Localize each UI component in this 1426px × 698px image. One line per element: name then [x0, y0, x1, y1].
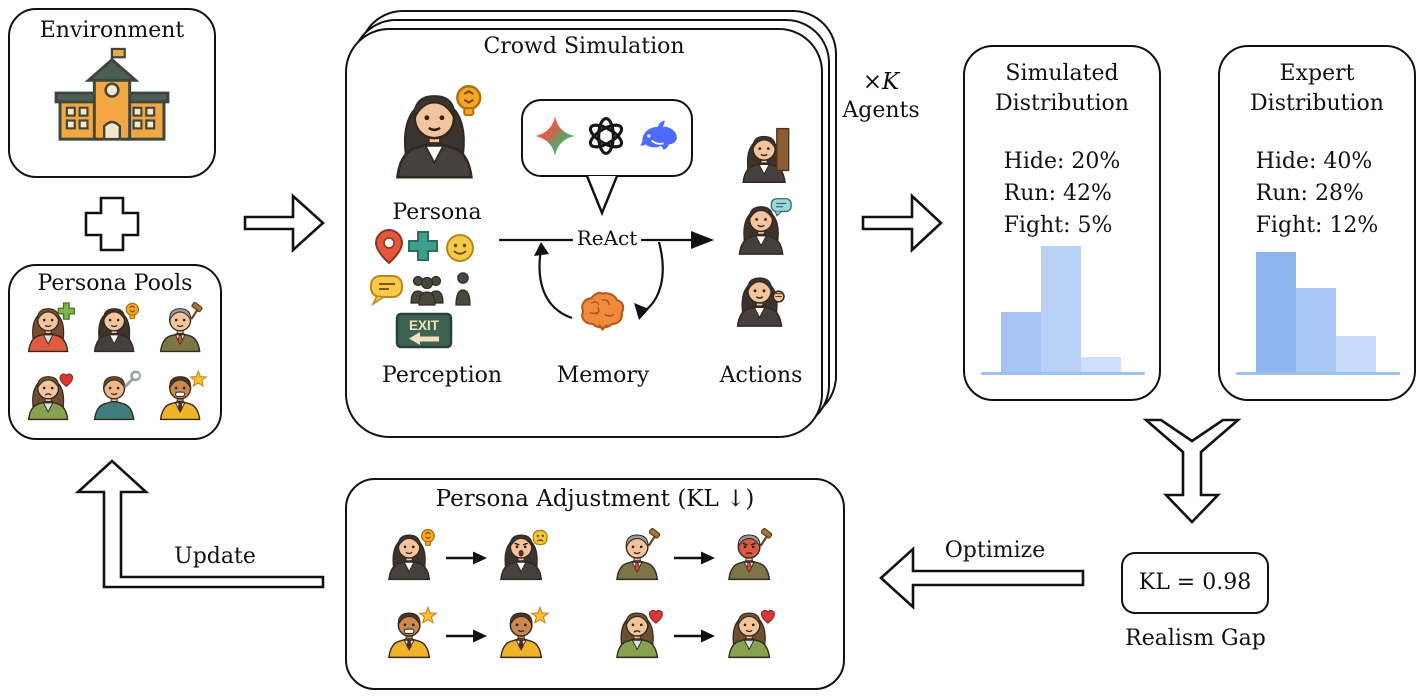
- environment-title: Environment: [39, 18, 185, 43]
- agents-multiplier: ×K Agents: [842, 69, 920, 123]
- memory-label: Memory: [556, 363, 650, 388]
- avatar-action-hide: [735, 125, 795, 189]
- avatar-action-talk: [731, 195, 793, 261]
- avatar-woman-helper: [16, 298, 82, 366]
- arrow-right-icon: [674, 551, 715, 565]
- persona-adjustment-box: Persona Adjustment (KL ↓): [345, 478, 845, 690]
- avatar-after: [721, 602, 779, 664]
- avatar-woman-idea: [82, 298, 148, 366]
- bubble-tail: [585, 175, 619, 217]
- update-label: Update: [174, 544, 256, 569]
- avatar-after: [493, 524, 551, 586]
- merge-arrow-icon: [1142, 418, 1242, 524]
- avatar-man-mechanic: [82, 366, 148, 434]
- expert-distribution-box: Expert Distribution Hide: 40% Run: 28% F…: [1218, 45, 1416, 401]
- avatar-man-star: [148, 366, 214, 434]
- avatar-after: [721, 524, 779, 586]
- bar-fight: [1081, 357, 1121, 372]
- simulated-distribution-title: Simulated Distribution: [995, 61, 1129, 116]
- simulated-stats: Hide: 20% Run: 42% Fight: 5%: [1003, 149, 1121, 239]
- adjustment-pair-1: [381, 524, 551, 586]
- llm-speech-bubble: [521, 99, 693, 177]
- persona-pool-grid: [10, 298, 220, 434]
- chart-bars: [1001, 246, 1121, 372]
- loop-left-curve: [538, 248, 573, 320]
- brain-icon: [581, 291, 625, 332]
- crowd-simulation-title: Crowd Simulation: [483, 34, 685, 59]
- arrow-right-icon: [446, 629, 487, 643]
- avatar-after: [493, 602, 551, 664]
- chart-baseline: [1236, 372, 1400, 375]
- react-arrowhead: [691, 231, 714, 249]
- chart-baseline: [981, 372, 1145, 375]
- persona-adjustment-title: Persona Adjustment (KL ↓): [435, 486, 755, 512]
- persona-pools-box: Persona Pools: [8, 264, 222, 440]
- svg-text:EXIT: EXIT: [409, 318, 440, 333]
- kl-value-box: KL = 0.98: [1121, 552, 1269, 614]
- avatar-before: [609, 602, 667, 664]
- avatar-woman-sad: [16, 366, 82, 434]
- adjustment-pair-3: [381, 602, 551, 664]
- avatar-action-fight: [729, 266, 792, 333]
- kl-value: KL = 0.98: [1138, 570, 1252, 595]
- simulated-distribution-box: Simulated Distribution Hide: 20% Run: 42…: [963, 45, 1161, 401]
- deepseek-icon: [635, 114, 681, 162]
- gemini-icon: [533, 114, 577, 162]
- plus-icon: [84, 196, 140, 252]
- arrow-right-icon: [243, 193, 325, 253]
- adjustment-pair-2: [609, 524, 779, 586]
- crowd-simulation-box: Crowd Simulation Persona EXIT Perception…: [345, 28, 823, 438]
- realism-gap-label: Realism Gap: [1125, 626, 1266, 651]
- actions-label: Actions: [719, 363, 803, 388]
- arrow-right-icon: [446, 551, 487, 565]
- chart-bars: [1256, 252, 1376, 372]
- avatar-before: [609, 524, 667, 586]
- persona-pools-title: Persona Pools: [37, 271, 193, 296]
- perception-icons: EXIT: [367, 222, 495, 354]
- expert-stats: Hide: 40% Run: 28% Fight: 12%: [1255, 149, 1379, 239]
- perception-label: Perception: [382, 363, 503, 388]
- avatar-persona: [383, 76, 489, 186]
- environment-box: Environment: [8, 8, 216, 178]
- expert-distribution-title: Expert Distribution: [1250, 61, 1384, 116]
- openai-icon: [584, 114, 628, 162]
- avatar-elder-judge: [148, 298, 214, 366]
- bar-run: [1296, 288, 1336, 372]
- bar-hide: [1001, 312, 1041, 372]
- avatar-before: [381, 524, 439, 586]
- loop-right-curve: [642, 241, 664, 313]
- arrow-right-icon: [674, 629, 715, 643]
- bar-hide: [1256, 252, 1296, 372]
- simulated-bar-chart: [981, 235, 1145, 375]
- arrow-right-icon: [861, 193, 943, 253]
- adjustment-pair-4: [609, 602, 779, 664]
- school-icon: [52, 45, 172, 151]
- optimize-label: Optimize: [944, 538, 1046, 563]
- bar-fight: [1336, 336, 1376, 372]
- bar-run: [1041, 246, 1081, 372]
- avatar-before: [381, 602, 439, 664]
- react-label: ReAct: [573, 226, 641, 250]
- expert-bar-chart: [1236, 235, 1400, 375]
- persona-label: Persona: [392, 200, 482, 225]
